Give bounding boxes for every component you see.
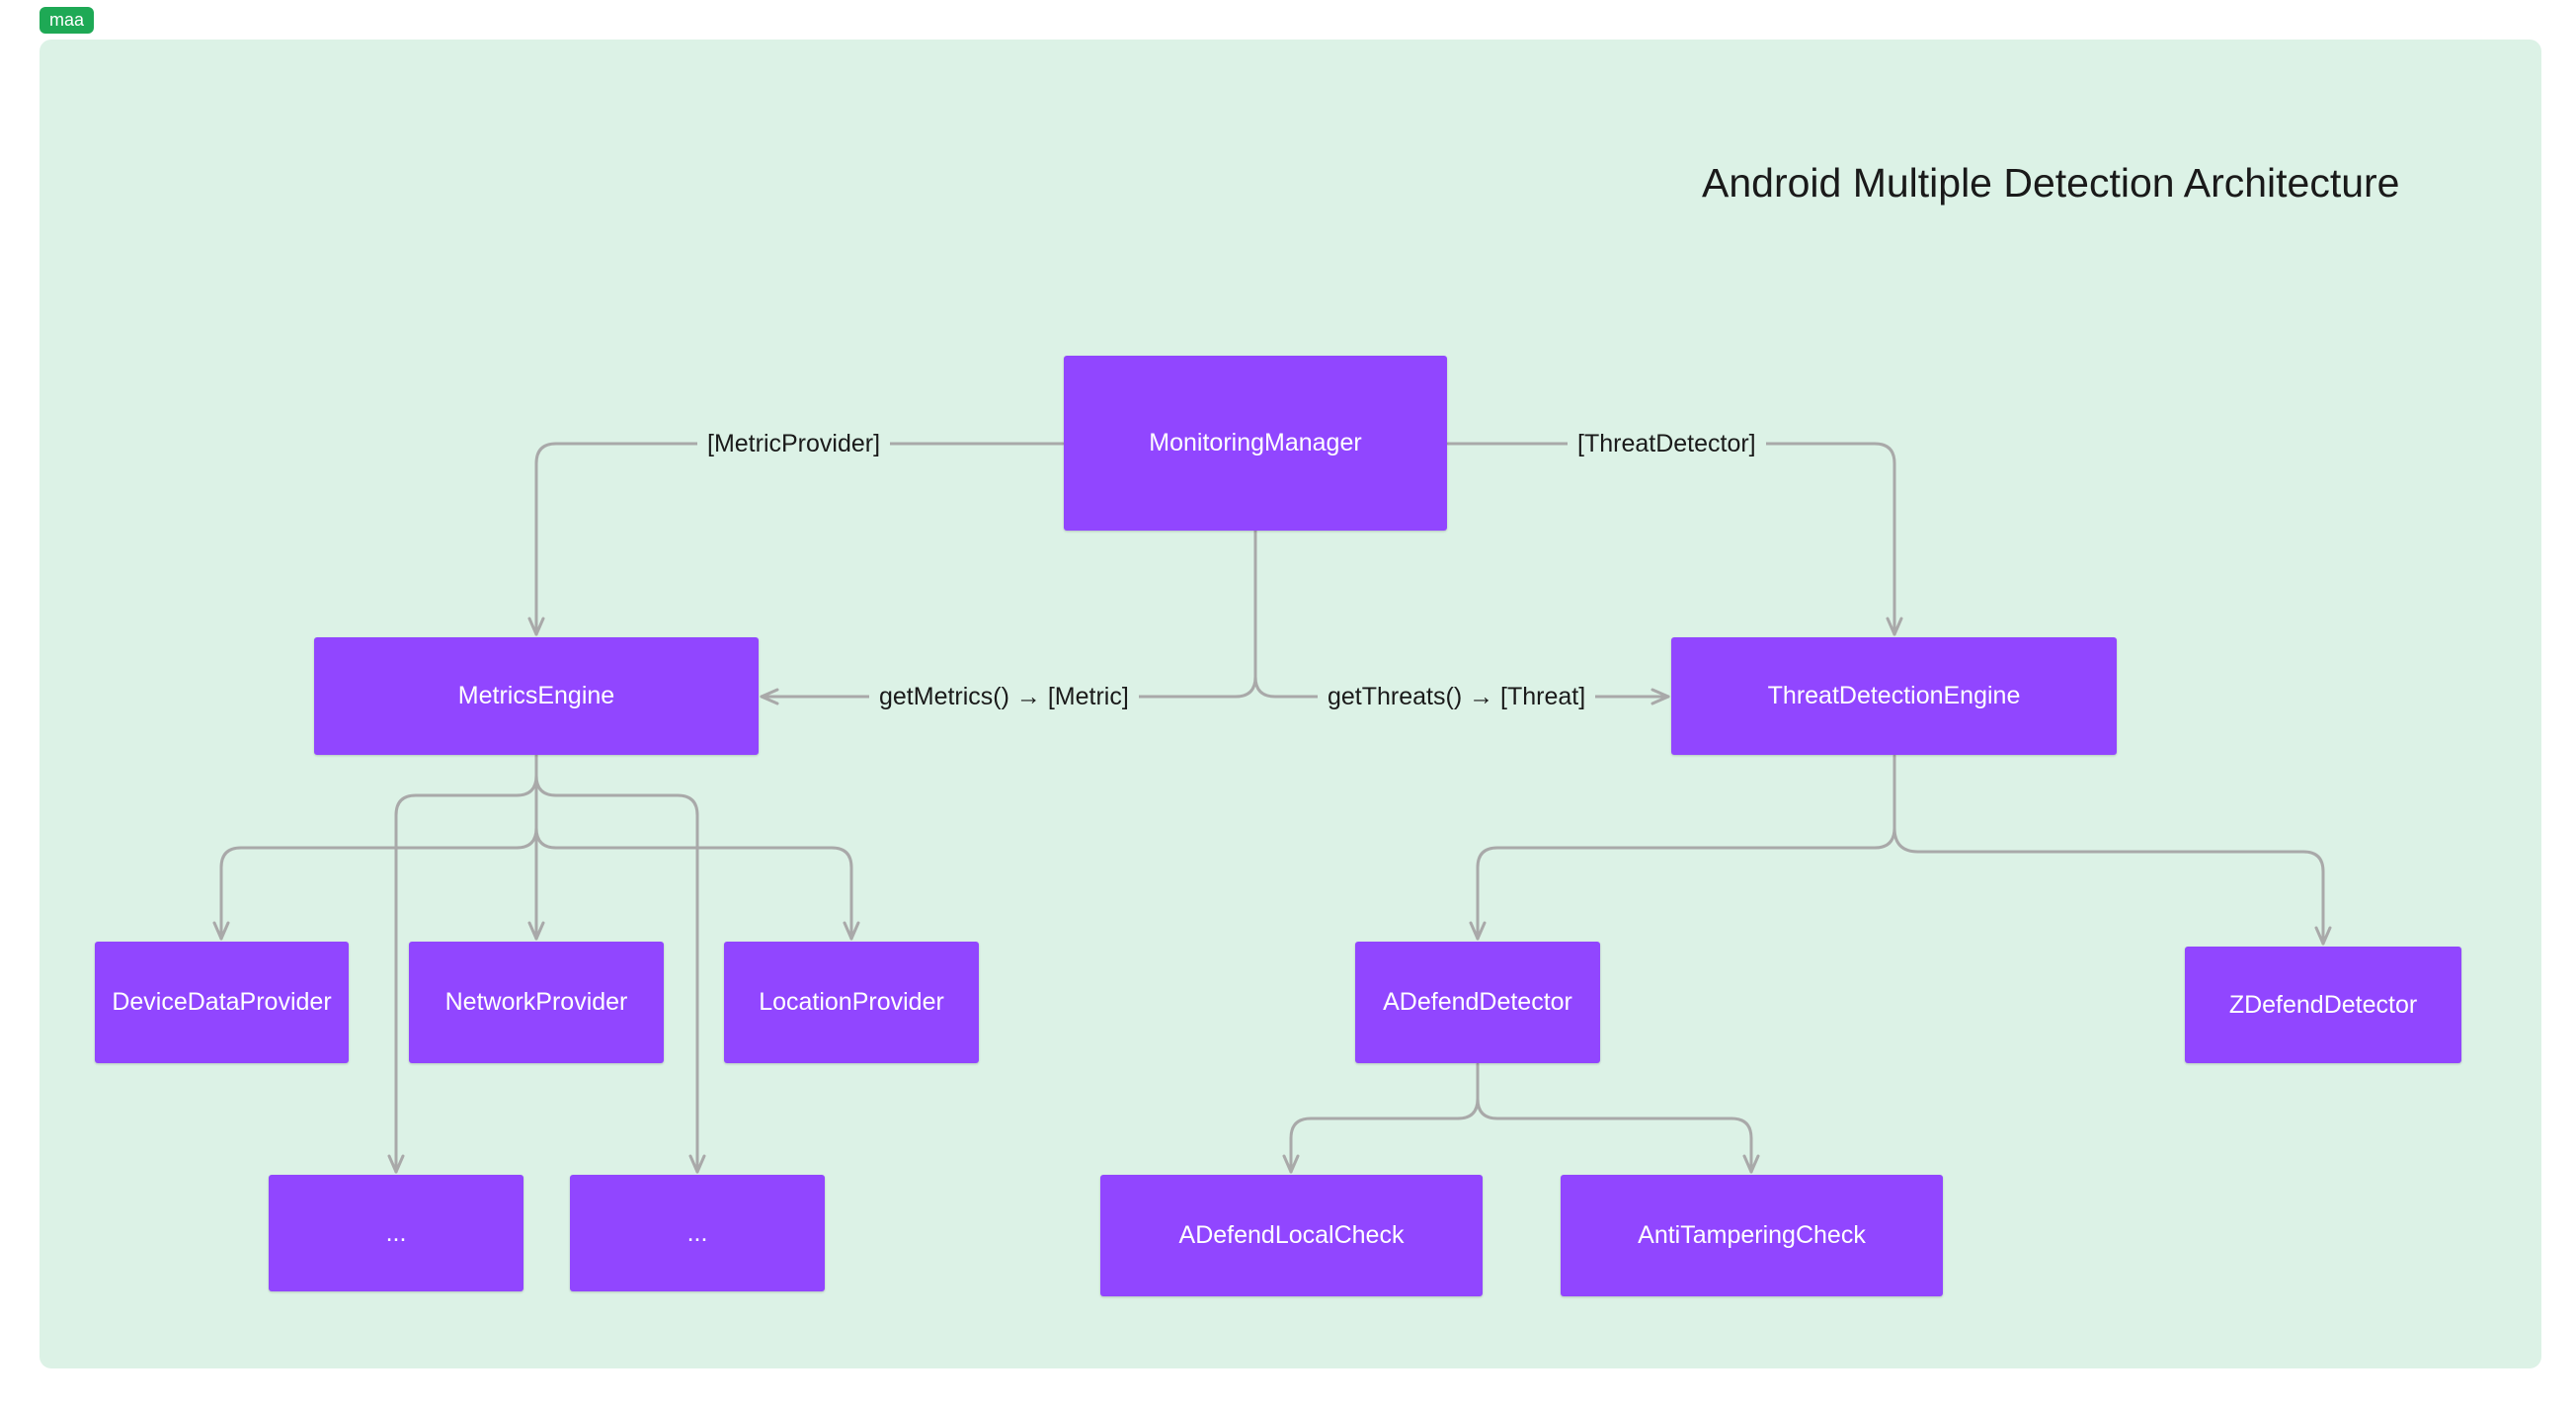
edge-manager-to-threat-engine [1446,442,1903,636]
edge-label-get-metrics: getMetrics() → [Metric] [869,680,1139,713]
node-device-data-provider[interactable]: DeviceDataProvider [95,942,349,1063]
node-zdefend-detector[interactable]: ZDefendDetector [2185,947,2461,1063]
node-ellipsis-2[interactable]: ... [570,1175,825,1291]
edge-label-threat-detector: [ThreatDetector] [1568,427,1766,460]
edge-metrics-engine-to-device-data [212,754,538,941]
frame-tag[interactable]: maa [40,7,95,34]
node-anti-tampering-check[interactable]: AntiTamperingCheck [1561,1175,1943,1296]
edge-threat-engine-to-adefend [1469,754,1896,941]
node-monitoring-manager[interactable]: MonitoringManager [1064,356,1447,531]
edge-threat-engine-to-zdefend [1892,826,2332,946]
edge-metrics-engine-to-ellipsis-2 [534,774,706,1174]
node-network-provider[interactable]: NetworkProvider [409,942,664,1063]
edge-adefend-to-anti-tampering [1476,1097,1760,1174]
node-adefend-detector[interactable]: ADefendDetector [1355,942,1600,1063]
edge-metrics-engine-to-location [534,826,860,941]
node-ellipsis-1[interactable]: ... [269,1175,523,1291]
edge-get-threats [1253,675,1670,705]
edge-label-get-threats: getThreats() → [Threat] [1318,680,1596,713]
node-threat-detection-engine[interactable]: ThreatDetectionEngine [1671,637,2117,755]
edge-get-metrics [760,529,1257,705]
edge-metrics-engine-to-ellipsis-1 [387,774,538,1174]
edge-label-metric-provider: [MetricProvider] [697,427,891,460]
node-location-provider[interactable]: LocationProvider [724,942,979,1063]
node-adefend-local-check[interactable]: ADefendLocalCheck [1100,1175,1483,1296]
edge-adefend-to-local-check [1282,1062,1480,1174]
edge-manager-to-metrics-engine [527,442,1065,636]
node-metrics-engine[interactable]: MetricsEngine [314,637,759,755]
diagram-title: Android Multiple Detection Architecture [1702,160,2400,206]
